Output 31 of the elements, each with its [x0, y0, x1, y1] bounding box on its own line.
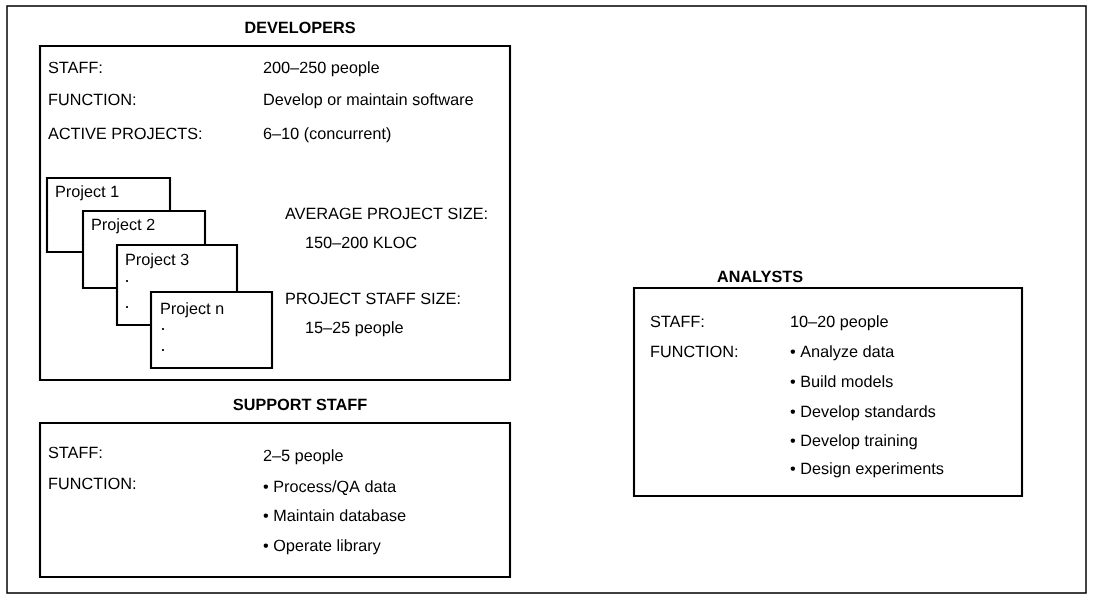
project-label: Project 2	[92, 218, 155, 234]
field-value: 15–25 people	[306, 321, 403, 337]
section-heading: ANALYSTS	[717, 270, 803, 283]
field-label: STAFF:	[650, 315, 704, 328]
field-value: 6–10 (concurrent)	[263, 127, 391, 143]
field-label: FUNCTION:	[49, 477, 136, 490]
field-label: STAFF:	[48, 61, 102, 74]
field-value: • Operate library	[263, 539, 381, 555]
field-value: PROJECT STAFF SIZE:	[286, 292, 460, 305]
section-heading: SUPPORT STAFF	[233, 398, 367, 411]
field-value: • Develop training	[790, 434, 917, 450]
field-value: Develop or maintain software	[264, 93, 473, 109]
field-value: • Process/QA data	[263, 480, 397, 496]
project-label: Project 3	[126, 253, 189, 269]
field-value: 150–200 KLOC	[306, 236, 417, 249]
field-label: ACTIVE PROJECTS:	[48, 127, 202, 140]
field-value: 2–5 people	[263, 449, 343, 465]
section-heading: DEVELOPERS	[245, 21, 355, 34]
field-label: FUNCTION:	[651, 345, 738, 358]
field-value: • Build models	[790, 375, 893, 388]
field-value: • Design experiments	[790, 462, 944, 478]
field-value: • Develop standards	[790, 405, 936, 421]
field-value: 200–250 people	[263, 61, 379, 77]
field-label: STAFF:	[48, 446, 102, 459]
project-label: Project n	[161, 302, 224, 318]
field-value: 10–20 people	[791, 315, 888, 331]
field-value: • Analyze data	[790, 345, 895, 361]
field-label: FUNCTION:	[49, 93, 136, 106]
project-label: Project 1	[56, 185, 119, 201]
field-value: AVERAGE PROJECT SIZE:	[285, 207, 487, 220]
field-value: • Maintain database	[263, 509, 406, 522]
